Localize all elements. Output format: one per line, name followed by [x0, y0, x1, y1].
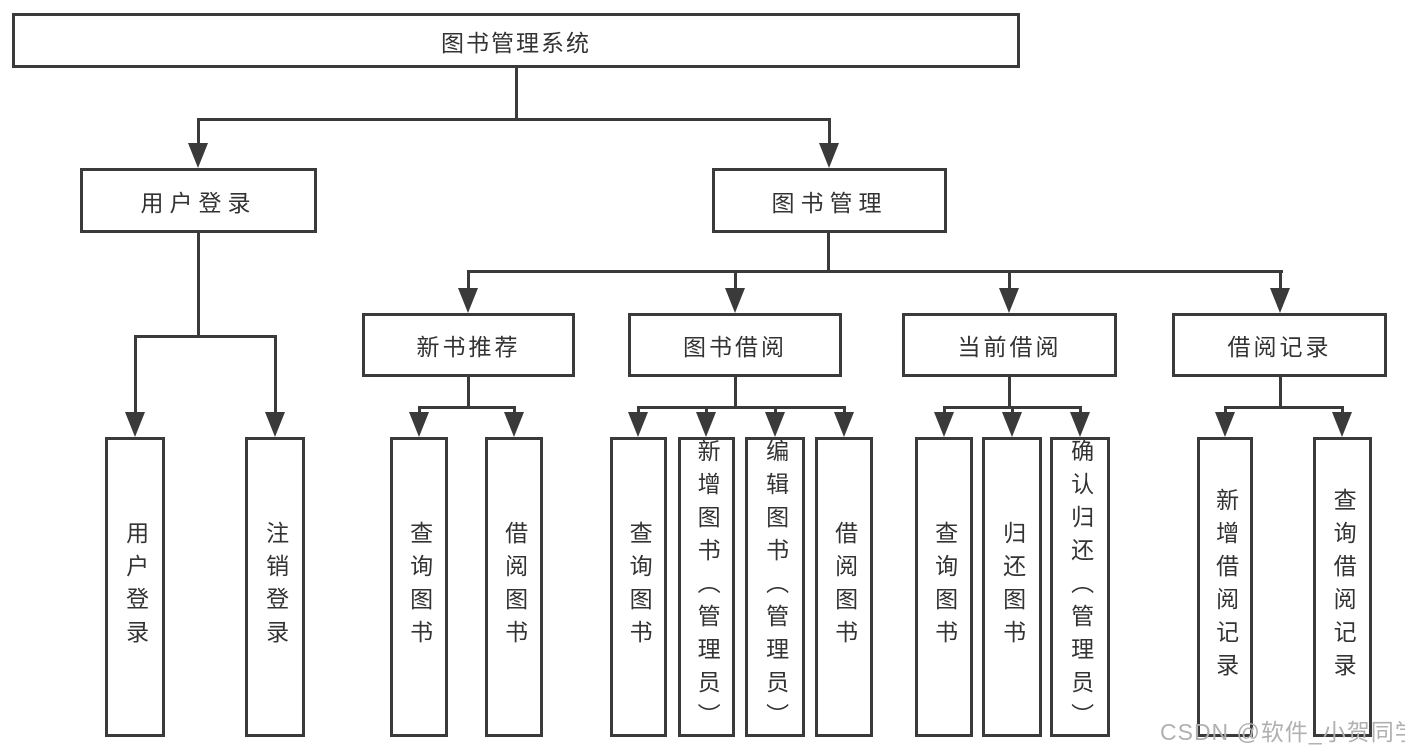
connector-line — [1279, 270, 1282, 290]
connector-line — [515, 68, 518, 118]
connector-line — [734, 270, 737, 290]
leaf-query-books-recommend: 查询图书 — [390, 437, 448, 737]
arrowhead-icon — [819, 143, 839, 168]
connector-line — [705, 406, 708, 415]
node-label: 编辑图书（管理员） — [762, 438, 789, 736]
node-label: 归还图书 — [999, 521, 1026, 653]
node-label: 当前借阅 — [957, 334, 1062, 360]
csdn-watermark: CSDN @软件_小贺同学 — [1160, 719, 1405, 745]
leaf-add-borrow-record: 新增借阅记录 — [1197, 437, 1253, 737]
arrowhead-icon — [458, 288, 478, 313]
node-label: 图书借阅 — [683, 334, 787, 360]
leaf-logout: 注销登录 — [245, 437, 305, 737]
connector-line — [134, 335, 137, 415]
node-current-borrow: 当前借阅 — [902, 313, 1117, 377]
node-label: 图书管理系统 — [441, 29, 591, 56]
arrowhead-icon — [504, 412, 524, 437]
connector-line — [1224, 406, 1344, 409]
node-new-book-recommend: 新书推荐 — [362, 313, 575, 377]
connector-line — [1008, 270, 1011, 290]
arrowhead-icon — [934, 412, 954, 437]
arrowhead-icon — [409, 412, 429, 437]
connector-line — [197, 118, 200, 146]
connector-line — [274, 335, 277, 415]
arrowhead-icon — [125, 412, 145, 437]
connector-line — [1011, 406, 1014, 415]
node-book-management: 图书管理 — [712, 168, 947, 233]
connector-line — [1079, 406, 1082, 415]
node-library-system: 图书管理系统 — [12, 13, 1020, 68]
arrowhead-icon — [188, 143, 208, 168]
leaf-edit-books-admin: 编辑图书（管理员） — [745, 437, 805, 737]
arrowhead-icon — [1002, 412, 1022, 437]
connector-line — [134, 335, 277, 338]
node-label: 新书推荐 — [416, 334, 521, 360]
connector-line — [734, 377, 737, 406]
connector-line — [774, 406, 777, 415]
node-borrow-records: 借阅记录 — [1172, 313, 1387, 377]
arrowhead-icon — [1070, 412, 1090, 437]
node-label: 新增图书（管理员） — [694, 438, 721, 736]
node-book-borrow: 图书借阅 — [628, 313, 842, 377]
node-label: 查询借阅记录 — [1330, 488, 1357, 686]
connector-line — [197, 118, 831, 121]
arrowhead-icon — [1215, 412, 1235, 437]
node-label: 查询图书 — [406, 521, 433, 653]
node-label: 借阅图书 — [501, 521, 528, 653]
node-label: 借阅记录 — [1227, 334, 1332, 360]
arrowhead-icon — [696, 412, 716, 437]
connector-line — [828, 118, 831, 146]
connector-line — [467, 270, 470, 290]
node-label: 确认归还（管理员） — [1067, 438, 1094, 736]
arrowhead-icon — [834, 412, 854, 437]
connector-line — [197, 233, 200, 335]
arrowhead-icon — [725, 288, 745, 313]
leaf-add-books-admin: 新增图书（管理员） — [678, 437, 735, 737]
leaf-borrow-books: 借阅图书 — [815, 437, 873, 737]
node-label: 用户登录 — [140, 189, 257, 216]
leaf-query-books-current: 查询图书 — [915, 437, 973, 737]
arrowhead-icon — [999, 288, 1019, 313]
node-label: 用户登录 — [122, 521, 149, 653]
leaf-borrow-books-recommend: 借阅图书 — [485, 437, 543, 737]
connector-line — [637, 406, 640, 415]
connector-line — [1341, 406, 1344, 415]
node-label: 借阅图书 — [831, 521, 858, 653]
node-label: 查询图书 — [931, 521, 958, 653]
connector-line — [467, 270, 1283, 273]
connector-line — [1279, 377, 1282, 406]
connector-line — [1008, 377, 1011, 406]
connector-line — [1224, 406, 1227, 415]
node-user-login: 用户登录 — [80, 168, 317, 233]
connector-line — [637, 406, 846, 409]
connector-line — [827, 233, 830, 270]
node-label: 查询图书 — [626, 521, 653, 653]
leaf-confirm-return-admin: 确认归还（管理员） — [1050, 437, 1110, 737]
node-label: 新增借阅记录 — [1212, 488, 1239, 686]
arrowhead-icon — [1332, 412, 1352, 437]
connector-line — [418, 406, 516, 409]
node-label: 注销登录 — [262, 521, 289, 653]
arrowhead-icon — [628, 412, 648, 437]
arrowhead-icon — [765, 412, 785, 437]
connector-line — [843, 406, 846, 415]
node-label: 图书管理 — [771, 189, 888, 216]
connector-line — [418, 406, 421, 415]
leaf-return-books: 归还图书 — [982, 437, 1042, 737]
arrowhead-icon — [1270, 288, 1290, 313]
leaf-user-login: 用户登录 — [105, 437, 165, 737]
connector-line — [513, 406, 516, 415]
arrowhead-icon — [265, 412, 285, 437]
leaf-query-borrow-record: 查询借阅记录 — [1313, 437, 1372, 737]
connector-line — [467, 377, 470, 406]
leaf-query-books-borrow: 查询图书 — [610, 437, 667, 737]
connector-line — [943, 406, 946, 415]
